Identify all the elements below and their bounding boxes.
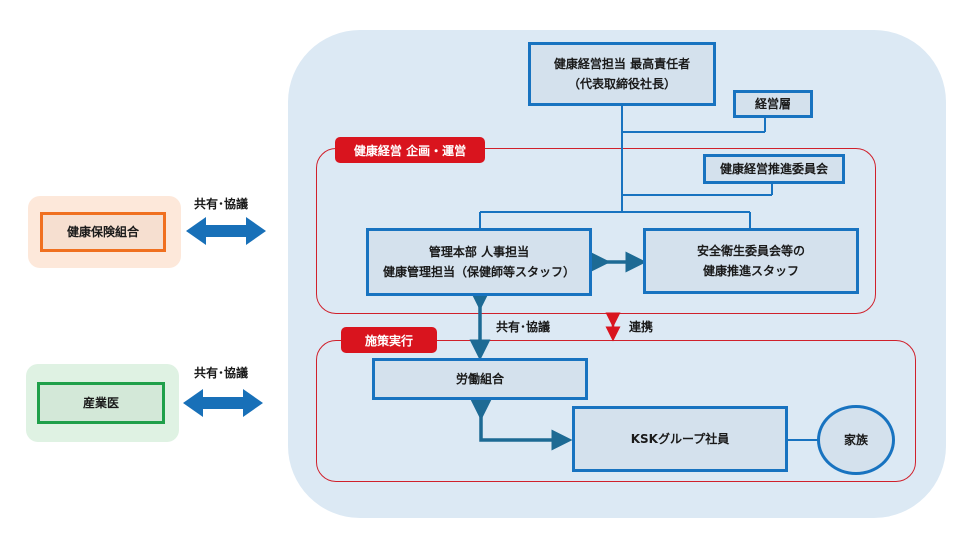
arrow-union-employees — [470, 399, 573, 451]
share-discuss-label: 共有･協議 — [496, 320, 551, 334]
management-layer-box: 経営層 — [733, 90, 813, 118]
chief-officer-title: 健康経営担当 最高責任者 — [553, 57, 691, 71]
chief-officer-subtitle: （代表取締役社長） — [567, 77, 676, 91]
health-insurance-arrow-label: 共有･協議 — [194, 197, 249, 211]
chief-officer-box: 健康経営担当 最高責任者 （代表取締役社長） — [528, 42, 716, 106]
employees-label: KSKグループ社員 — [630, 432, 730, 446]
arrow-industrial-physician — [183, 389, 263, 417]
promotion-committee-label: 健康経営推進委員会 — [719, 162, 828, 176]
family-ellipse: 家族 — [817, 405, 895, 475]
promotion-committee-box: 健康経営推進委員会 — [703, 154, 845, 184]
industrial-physician-box: 産業医 — [37, 382, 165, 424]
safety-committee-box: 安全衛生委員会等の 健康推進スタッフ — [643, 228, 859, 294]
health-insurance-box: 健康保険組合 — [40, 212, 166, 252]
execution-section-tag: 施策実行 — [341, 327, 437, 353]
hr-department-box: 管理本部 人事担当 健康管理担当（保健師等スタッフ） — [366, 228, 592, 296]
health-insurance-label: 健康保険組合 — [66, 225, 139, 239]
safety-committee-line2: 健康推進スタッフ — [702, 264, 799, 278]
labor-union-label: 労働組合 — [455, 372, 504, 386]
safety-committee-line1: 安全衛生委員会等の — [696, 244, 805, 258]
labor-union-box: 労働組合 — [372, 358, 588, 400]
planning-section-frame — [316, 148, 876, 314]
hr-department-line2: 健康管理担当（保健師等スタッフ） — [382, 265, 575, 279]
industrial-physician-label: 産業医 — [82, 396, 119, 410]
arrow-health-insurance — [186, 217, 266, 245]
cooperation-label: 連携 — [629, 320, 654, 334]
employees-box: KSKグループ社員 — [572, 406, 788, 472]
family-label: 家族 — [843, 433, 868, 447]
industrial-physician-arrow-label: 共有･協議 — [194, 366, 249, 380]
management-layer-label: 経営層 — [754, 97, 791, 111]
planning-section-tag: 健康経営 企画・運営 — [335, 137, 485, 163]
hr-department-line1: 管理本部 人事担当 — [428, 245, 530, 259]
